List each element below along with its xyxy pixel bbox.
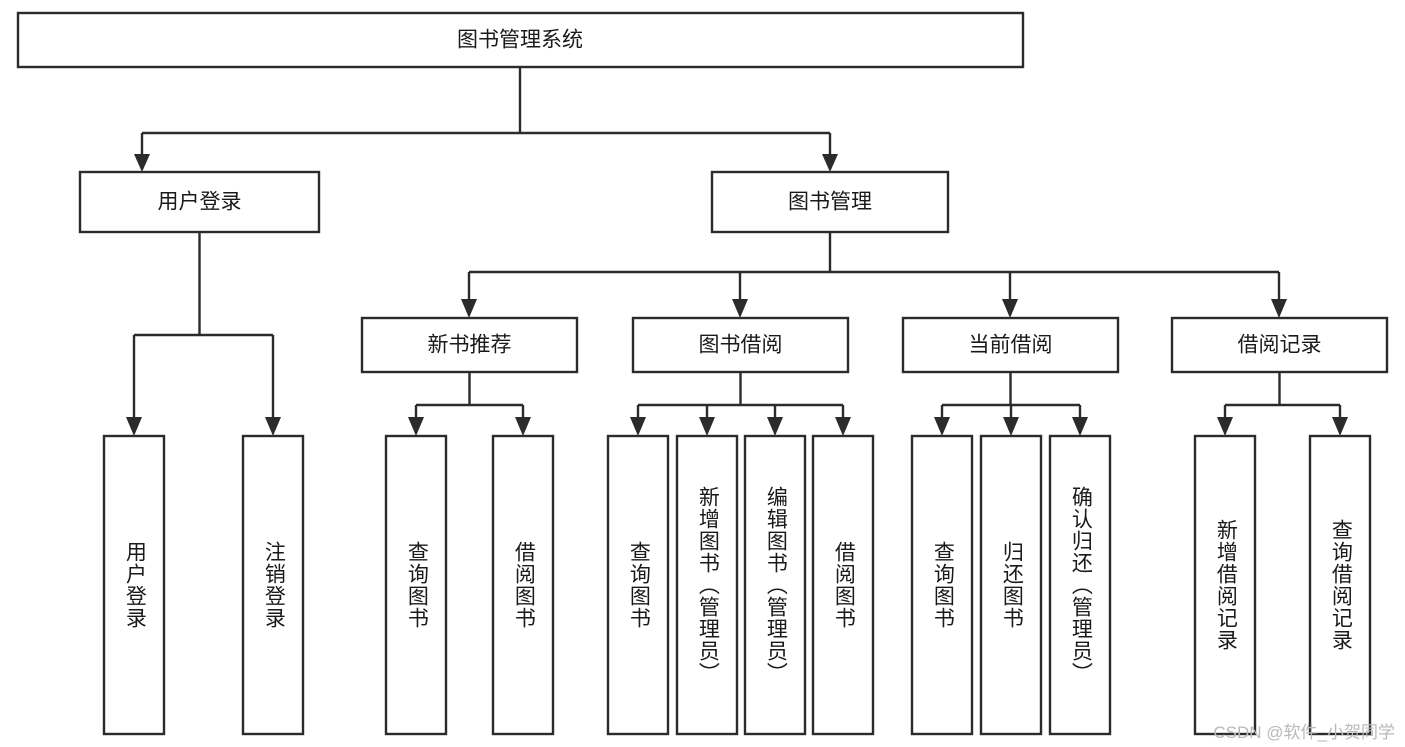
leaf-box-borrow-records-2[interactable] (1308, 434, 1372, 736)
node-root-title[interactable]: 图书管理系统 (16, 11, 1025, 69)
arrowhead-leaf-user-login-1 (126, 417, 142, 436)
arrowhead-bb-leaf-1 (630, 417, 646, 436)
node-book-manage[interactable]: 图书管理 (710, 170, 950, 234)
leaf-box-book-borrow-1[interactable] (606, 434, 670, 736)
leaf-box-current-borrow-3[interactable] (1048, 434, 1112, 736)
node-new-book-recommend-label: 新书推荐 (428, 334, 512, 357)
node-user-login-box[interactable] (78, 170, 321, 234)
arrowhead-leaf-user-login-2 (265, 417, 281, 436)
leaf-box-current-borrow-1[interactable] (910, 434, 974, 736)
arrowhead-level2-3 (1002, 299, 1018, 318)
node-new-book-recommend-box[interactable] (360, 316, 579, 374)
arrowhead-level2-4 (1271, 299, 1287, 318)
node-user-login[interactable]: 用户登录 (78, 170, 321, 234)
node-current-borrow[interactable]: 当前借阅 (901, 316, 1120, 374)
arrowhead-bb-leaf-2 (699, 417, 715, 436)
arrowhead-br-leaf-1 (1217, 417, 1233, 436)
leaf-box-book-borrow-2[interactable] (675, 434, 739, 736)
node-new-book-recommend[interactable]: 新书推荐 (360, 316, 579, 374)
arrowhead-bb-leaf-3 (767, 417, 783, 436)
arrowhead-level2-1 (461, 299, 477, 318)
node-borrow-records[interactable]: 借阅记录 (1170, 316, 1389, 374)
node-current-borrow-box[interactable] (901, 316, 1120, 374)
watermark-text: CSDN @软件_小贺同学 (1213, 723, 1395, 742)
leaf-box-current-borrow-2[interactable] (979, 434, 1043, 736)
node-book-borrow[interactable]: 图书借阅 (631, 316, 850, 374)
node-book-borrow-label: 图书借阅 (699, 334, 783, 357)
leaf-box-book-borrow-3[interactable] (743, 434, 807, 736)
leaf-box-new-book-recommend-1[interactable] (384, 434, 448, 736)
node-borrow-records-box[interactable] (1170, 316, 1389, 374)
node-borrow-records-label: 借阅记录 (1238, 334, 1322, 357)
node-root-title-label: 图书管理系统 (457, 29, 583, 52)
arrowhead-level2-2 (732, 299, 748, 318)
arrowhead-nbr-leaf-1 (408, 417, 424, 436)
connector-group-current-borrow (934, 372, 1088, 436)
connector-group-root (134, 67, 838, 172)
connector-group-book-borrow (630, 372, 851, 436)
leaf-box-book-borrow-4[interactable] (811, 434, 875, 736)
arrowhead-bb-leaf-4 (835, 417, 851, 436)
connector-group-new-book-recommend (408, 372, 531, 436)
node-book-borrow-box[interactable] (631, 316, 850, 374)
node-book-manage-label: 图书管理 (788, 191, 872, 214)
connector-group-user-login (126, 232, 281, 436)
node-current-borrow-label: 当前借阅 (969, 334, 1053, 357)
arrowhead-cb-leaf-2 (1003, 417, 1019, 436)
arrowhead-nbr-leaf-2 (515, 417, 531, 436)
leaf-box-user-login-2[interactable] (241, 434, 305, 736)
leaf-box-borrow-records-1[interactable] (1193, 434, 1257, 736)
arrowhead-book-manage (822, 154, 838, 172)
node-root-title-box[interactable] (16, 11, 1025, 69)
arrowhead-br-leaf-2 (1332, 417, 1348, 436)
node-user-login-label: 用户登录 (158, 191, 242, 214)
arrowhead-cb-leaf-1 (934, 417, 950, 436)
arrowhead-cb-leaf-3 (1072, 417, 1088, 436)
arrowhead-user-login (134, 154, 150, 172)
connector-group-book-manage (461, 232, 1287, 318)
leaf-box-user-login-1[interactable] (102, 434, 166, 736)
leaf-box-new-book-recommend-2[interactable] (491, 434, 555, 736)
connector-group-borrow-records (1217, 372, 1348, 436)
